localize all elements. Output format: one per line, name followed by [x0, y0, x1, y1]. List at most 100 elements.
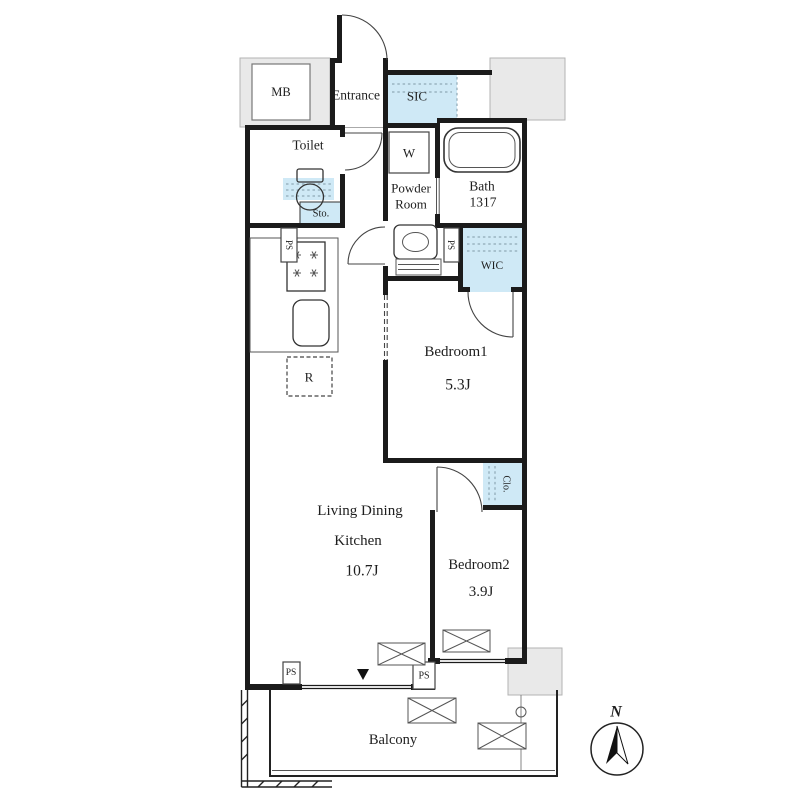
stove-burner-icon — [310, 269, 318, 277]
sink-icon — [292, 299, 330, 347]
wall-segment — [437, 118, 527, 123]
wall-segment — [245, 125, 345, 130]
highlight-areas — [283, 75, 522, 505]
wall-segment — [383, 276, 463, 281]
wall-segment — [340, 125, 345, 137]
pipe-space-label: PS — [418, 671, 429, 682]
wall-segment — [383, 58, 388, 125]
bath-size-label: 1317 — [470, 195, 497, 210]
wall-segment — [245, 223, 345, 228]
bedroom2-label: Bedroom2 — [448, 557, 509, 573]
wall-segment — [340, 174, 345, 228]
ldk-label-line1: Living Dining — [317, 503, 403, 519]
balcony-outline — [269, 690, 558, 777]
wic-area — [463, 228, 522, 292]
wall-segment — [522, 118, 527, 664]
ac-unit-icon — [377, 642, 426, 666]
compass-needle-light — [616, 725, 629, 765]
wall-segment — [437, 223, 527, 228]
wall-segment — [330, 58, 335, 128]
vanity-basin-icon — [402, 232, 429, 252]
hatch-ticks — [241, 699, 319, 788]
wall-segment — [458, 287, 470, 292]
wall-segment — [383, 360, 388, 463]
wall-segment — [383, 123, 440, 128]
wall-segment — [383, 70, 492, 75]
bedroom1-label: Bedroom1 — [424, 344, 487, 360]
entrance-label: Entrance — [332, 88, 380, 103]
bath-fixtures — [443, 127, 521, 173]
stove-icon — [286, 241, 326, 292]
wall-segment — [245, 684, 302, 690]
wall-segment — [511, 287, 527, 292]
compass-north-label: N — [609, 704, 623, 721]
closet-label: Clo. — [501, 476, 512, 493]
toilet-door-arc — [344, 132, 383, 171]
wall-segment — [383, 125, 388, 221]
stove-burner-icon — [310, 251, 318, 259]
wall-segment — [428, 658, 440, 664]
bedroom2-door-arc — [436, 466, 483, 513]
compass: N — [590, 704, 644, 776]
bathtub-icon — [443, 127, 521, 173]
bedroom2-size-label: 3.9J — [469, 584, 494, 600]
entrance-door-arc — [341, 14, 388, 61]
refrigerator-space — [286, 356, 333, 397]
sic-area — [388, 75, 457, 123]
pipe-space-box — [443, 227, 460, 263]
toilet-tank-icon — [296, 168, 324, 183]
common-area-top-right — [489, 57, 566, 121]
ldk-label-line2: Kitchen — [334, 533, 382, 549]
meter-box — [251, 63, 311, 121]
sic-hatch — [392, 83, 452, 93]
ac-unit-icon — [407, 697, 457, 724]
mb-label: MB — [271, 85, 290, 99]
toilet-bowl-icon — [295, 183, 325, 211]
pipe-space-label: PS — [286, 668, 297, 678]
wall-segment — [435, 214, 440, 228]
storage-label: Sto. — [313, 209, 330, 220]
balcony — [269, 669, 558, 777]
drain-icon — [515, 706, 527, 718]
walls — [245, 15, 527, 690]
pipe-space-label: PS — [284, 240, 294, 250]
wic-hatch — [467, 236, 518, 252]
closet-hatch — [488, 466, 496, 503]
windows — [302, 658, 505, 690]
compass-needle-dark — [606, 726, 617, 764]
entrance-door-leaf — [337, 15, 342, 63]
pipe-space-box — [280, 227, 298, 263]
toilet-counter-area — [283, 178, 334, 200]
bath-label: Bath — [469, 179, 495, 194]
vanity-cabinet-louver — [398, 264, 439, 270]
wall-segment — [483, 505, 527, 510]
bedroom1-sliding-door — [383, 295, 388, 360]
wall-segment — [383, 458, 527, 463]
powder-room-label-line1: Powder — [391, 181, 431, 196]
bedroom1-size-label: 5.3J — [445, 377, 470, 394]
washer-box — [388, 131, 430, 174]
ac-unit-icon — [477, 722, 527, 750]
ldk-size-label: 10.7J — [345, 563, 378, 580]
bathtub-inner-icon — [448, 132, 516, 168]
pipe-space-label: PS — [446, 240, 456, 250]
wic-label: WIC — [481, 260, 504, 272]
hatch-lines — [240, 690, 332, 788]
stove-burner-icon — [293, 269, 301, 277]
powder-room-fixtures — [388, 131, 442, 276]
ac-unit-icon — [442, 629, 491, 653]
wall-segment — [435, 123, 440, 178]
wall-segment — [245, 125, 250, 690]
vanity-counter-icon — [393, 224, 438, 260]
bath-sliding-door — [436, 178, 440, 214]
hatch-dots — [286, 77, 518, 503]
vanity-cabinet-icon — [395, 258, 442, 276]
common-area-bottom-right — [507, 647, 563, 696]
labels: MB Entrance SIC Toilet W Powder Room Bat… — [271, 85, 511, 748]
toilet-label: Toilet — [292, 138, 324, 153]
sic-label: SIC — [407, 89, 427, 104]
structure-hatching — [240, 690, 332, 788]
toilet-fixture — [295, 168, 325, 211]
powder-room-label-line2: Room — [395, 197, 427, 212]
